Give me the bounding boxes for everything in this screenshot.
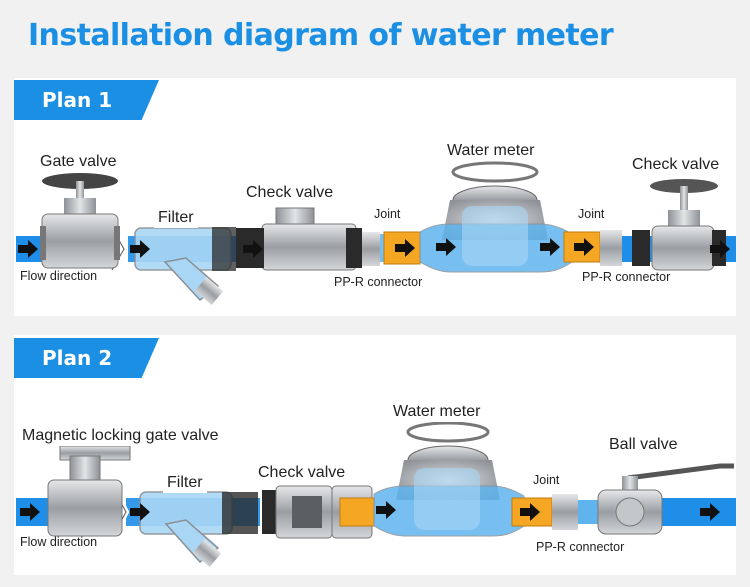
ppr-connector-label-right: PP-R connector [582, 270, 671, 284]
plan-2-tab: Plan 2 [14, 338, 159, 378]
ppr-connector [362, 232, 380, 266]
magnetic-gate-valve-label: Magnetic locking gate valve [18, 425, 223, 446]
ppr-connector [600, 230, 622, 266]
flow-arrow [540, 238, 560, 256]
plan-1-title: Plan 1 [42, 88, 113, 112]
pipe-segment [578, 500, 598, 524]
flow-arrow [700, 503, 720, 521]
magnetic-locking-gate-valve [47, 445, 131, 537]
filter-label: Filter [163, 472, 207, 493]
water-meter [373, 421, 525, 537]
flow-arrow [574, 238, 594, 256]
flow-arrow [520, 503, 540, 521]
check-valve [236, 207, 362, 271]
water-meter [419, 161, 573, 273]
flow-arrow [376, 501, 396, 519]
plan-1-diagram [16, 161, 736, 305]
plan-2-title: Plan 2 [42, 346, 113, 370]
ball-valve-label: Ball valve [605, 434, 682, 455]
ppr-connector-label: PP-R connector [536, 540, 625, 554]
check-valve-label: Check valve [242, 182, 338, 203]
filter-label: Filter [154, 207, 198, 228]
pipe-segment [662, 498, 736, 526]
flow-arrow [20, 503, 40, 521]
flow-arrow [130, 240, 150, 258]
gate-valve-label: Gate valve [36, 151, 121, 172]
joint-label-right: Joint [578, 207, 605, 221]
joint-label: Joint [533, 473, 560, 487]
filter [134, 227, 236, 305]
page-title: Installation diagram of water meter [28, 18, 614, 53]
water-meter-label: Water meter [389, 401, 485, 422]
ppr-connector [632, 230, 650, 266]
flow-direction-label: Flow direction [20, 535, 98, 549]
water-meter-label: Water meter [443, 140, 539, 161]
check-valve-label: Check valve [254, 462, 350, 483]
flow-arrow [395, 239, 415, 257]
check-valve-2 [650, 179, 726, 271]
flow-arrow [710, 240, 730, 258]
flow-arrow [18, 240, 38, 258]
ppr-connector [552, 494, 578, 530]
joint-label-left: Joint [374, 207, 401, 221]
check-valve-2-label: Check valve [628, 154, 724, 175]
ball-valve [597, 463, 734, 535]
ppr-connector-label-left: PP-R connector [334, 275, 423, 289]
plan-2-diagram [16, 421, 736, 567]
flow-direction-label: Flow direction [20, 269, 98, 283]
flow-arrow [130, 503, 150, 521]
flow-arrow [243, 240, 263, 258]
flow-arrow [436, 238, 456, 256]
check-valve [262, 485, 375, 539]
gate-valve [40, 173, 120, 269]
filter [139, 491, 258, 567]
plan-1-tab: Plan 1 [14, 80, 159, 120]
